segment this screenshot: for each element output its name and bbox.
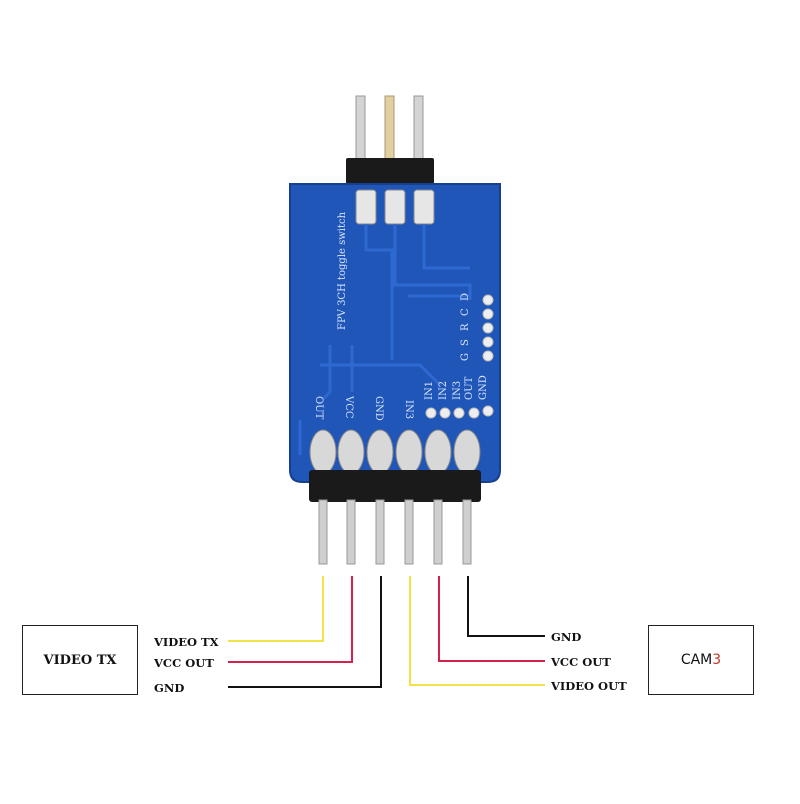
wire-right-gnd (467, 576, 545, 637)
top-pin (413, 95, 424, 167)
bottom-pin (462, 499, 472, 565)
wires (228, 576, 545, 688)
video-tx-name: VIDEO TX (43, 652, 117, 668)
pad-hole (482, 322, 494, 334)
side-pad-label: S (460, 339, 471, 346)
top-pin (384, 95, 395, 167)
bottom-pads (309, 429, 481, 475)
camera-name: CAM (680, 652, 713, 668)
solder-pad (337, 429, 365, 475)
wire-left-gnd (228, 576, 382, 688)
wire-label-right-video: VIDEO OUT (551, 679, 627, 693)
solder-pad (309, 429, 337, 475)
pcb-pad (384, 189, 406, 225)
top-pin (355, 95, 366, 167)
wire-left-vcc (228, 576, 353, 663)
pad-hole (453, 407, 465, 419)
wire-label-right-gnd: GND (551, 630, 582, 644)
video-tx-box: VIDEO TX (22, 625, 138, 695)
wire-right-vcc (438, 576, 545, 662)
bottom-pin (346, 499, 356, 565)
pcb-trace (393, 224, 472, 300)
pin-label: OUT (464, 376, 475, 400)
wire-label-left-gnd: GND (154, 681, 185, 695)
pin-label: VCC (343, 395, 354, 419)
side-pads: D C R S G (460, 293, 494, 362)
wire-label-left-video: VIDEO TX (154, 635, 219, 649)
pad-hole (482, 336, 494, 348)
bottom-pin (433, 499, 443, 565)
solder-pad (424, 429, 452, 475)
bottom-pin (404, 499, 414, 565)
bottom-pin (318, 499, 328, 565)
solder-pad (453, 429, 481, 475)
pad-hole (482, 308, 494, 320)
pcb-trace (364, 224, 394, 360)
pin-label: OUT (313, 396, 324, 420)
pcb-trace (422, 224, 470, 270)
pad-hole (482, 405, 494, 417)
camera-number: 3 (712, 652, 722, 668)
pcb-trace (320, 363, 442, 387)
pcb-trace (320, 345, 332, 402)
pcb-traces (298, 224, 472, 455)
side-pad-label: C (460, 308, 471, 316)
pin-label: IN2 (438, 381, 449, 400)
bottom-pin (375, 499, 385, 565)
pcb-body (289, 183, 501, 483)
wire-left-video (228, 576, 324, 642)
pcb-title: FPV 3CH toggle switch (337, 211, 348, 330)
top-header (346, 95, 434, 184)
pin-label: IN3 (452, 381, 463, 400)
pin-label: IN1 (424, 381, 435, 400)
pin-labels-right: GND OUT IN3 IN2 IN1 (424, 375, 494, 419)
pcb-pad (413, 189, 435, 225)
pin-label: GND (478, 375, 489, 400)
side-pad-label: D (460, 293, 471, 301)
side-pad-label: R (460, 323, 471, 331)
side-pad-label: G (460, 353, 471, 361)
wire-label-left-vcc: VCC OUT (154, 656, 214, 670)
pin-label: GND (373, 396, 384, 421)
wire-right-video (409, 576, 545, 686)
pad-hole (482, 350, 494, 362)
bottom-header-plastic (309, 470, 481, 502)
solder-pad (366, 429, 394, 475)
pad-hole (468, 407, 480, 419)
solder-pad (395, 429, 423, 475)
top-header-plastic (346, 158, 434, 184)
wire-label-right-vcc: VCC OUT (551, 655, 611, 669)
pin-label: IN3 (403, 400, 414, 419)
pad-hole (425, 407, 437, 419)
pcb-pad (355, 189, 377, 225)
bottom-header (309, 470, 481, 565)
pad-hole (482, 294, 494, 306)
pad-hole (439, 407, 451, 419)
pin-labels-bottom: OUT VCC GND IN3 (313, 395, 414, 421)
pcb-board: FPV 3CH toggle switch D C R S G GND OUT … (289, 183, 501, 483)
